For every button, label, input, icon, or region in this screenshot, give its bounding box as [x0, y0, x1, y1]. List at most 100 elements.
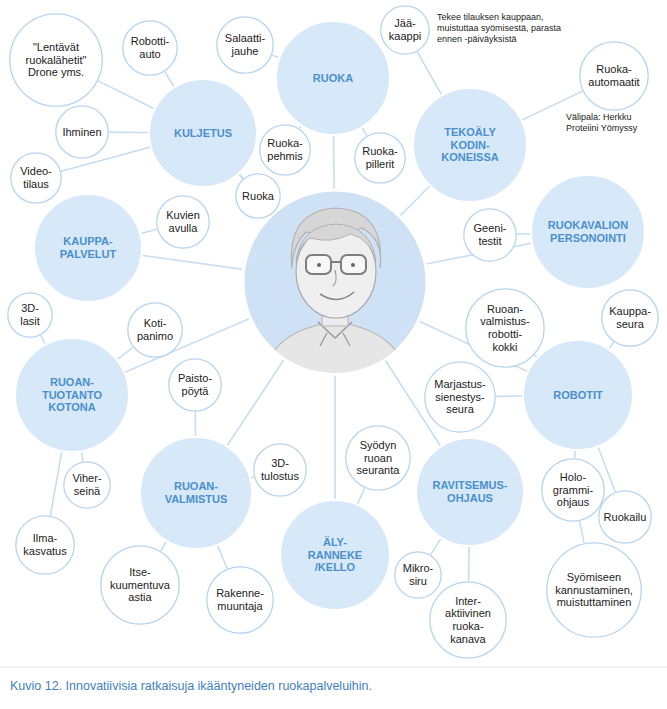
- connector-line: [82, 452, 84, 461]
- idea-text: Ihminen: [62, 126, 101, 139]
- idea-text: "Lentävät ruokalähetit" Drone yms.: [18, 41, 94, 79]
- idea-circle: Rakenne- muuntaja: [206, 566, 274, 634]
- connector-line: [50, 452, 61, 515]
- idea-circle: Jää- kaappi: [380, 5, 430, 55]
- connector-line: [272, 55, 279, 57]
- idea-text: Syödyn ruoan seuranta: [357, 439, 400, 477]
- idea-text: 3D- tulostus: [261, 457, 299, 482]
- connector-line: [161, 542, 167, 551]
- idea-circle: Ihminen: [55, 105, 109, 159]
- idea-text: Kauppa- seura: [609, 305, 651, 330]
- idea-text: 3D- lasit: [20, 302, 40, 327]
- idea-text: Marjastus- sienestys- seura: [434, 378, 485, 416]
- idea-text: Robotti- auto: [131, 35, 170, 60]
- separator-line: [0, 667, 667, 668]
- connector-line: [468, 547, 470, 581]
- connector-line: [118, 347, 133, 359]
- idea-circle: Kuvien avulla: [156, 195, 210, 249]
- category-circle: KULJETUS: [148, 78, 258, 188]
- connector-line: [417, 52, 441, 95]
- category-title: RUOAN- VALMISTUS: [165, 480, 228, 505]
- idea-circle: Salaatti- jauhe: [216, 16, 274, 74]
- idea-text: Mikro- siru: [403, 562, 434, 587]
- idea-circle: Geeni- testit: [463, 208, 517, 262]
- idea-text: Ruoka- automaatit: [588, 63, 639, 88]
- idea-text: Geeni- testit: [473, 222, 506, 247]
- idea-circle: Ruoan- valmistus- robotti- kokki: [465, 288, 545, 368]
- connector-line: [431, 539, 441, 555]
- connector-line: [98, 81, 154, 109]
- category-circle: ROBOTIT: [522, 339, 634, 451]
- category-circle: RUOKA: [275, 20, 391, 136]
- idea-text: Ruokailu: [604, 511, 647, 524]
- grandmother-figure: [262, 208, 408, 380]
- idea-text: Paisto- pöytä: [178, 372, 212, 397]
- idea-circle: Mikro- siru: [394, 551, 442, 599]
- idea-text: Ruoan- valmistus- robotti- kokki: [480, 303, 530, 354]
- idea-circle: Ruoka- pehmis: [259, 124, 311, 176]
- category-circle: RUOKAVALION PERSONOINTI: [530, 174, 646, 290]
- category-title: RAVITSEMUS- OHJAUS: [433, 479, 508, 504]
- idea-circle: Syödyn ruoan seuranta: [345, 425, 411, 491]
- idea-text: Ruoka- pehmis: [267, 137, 302, 162]
- note-text: Välipala: Herkku Proteiini Yömyssy: [566, 112, 642, 134]
- idea-circle: 3D- tulostus: [253, 443, 307, 497]
- idea-circle: Ruoka- pillerit: [354, 132, 406, 184]
- idea-text: Koti- panimo: [137, 317, 173, 342]
- category-circle: RUOAN- VALMISTUS: [139, 436, 253, 550]
- connector-line: [358, 488, 365, 504]
- category-title: TEKOÄLY KODIN- KONEISSA: [441, 126, 498, 164]
- idea-circle: Viher- seinä: [63, 461, 111, 509]
- idea-circle: Ruoka: [235, 173, 281, 219]
- connector-line: [517, 233, 530, 234]
- connector-line: [165, 72, 174, 87]
- connector-line: [109, 132, 148, 133]
- idea-circle: Ruoka- automaatit: [579, 41, 649, 111]
- idea-text: Ruoka- pillerit: [362, 145, 397, 170]
- idea-circle: Inter- aktiivinen ruoka- kanava: [429, 581, 507, 659]
- connector-line: [534, 355, 536, 357]
- connector-line: [195, 412, 196, 436]
- idea-text: Inter- aktiivinen ruoka- kanava: [445, 595, 491, 646]
- connector-line: [239, 174, 243, 178]
- category-title: RUOKA: [313, 72, 353, 85]
- idea-circle: Ruokailu: [598, 490, 652, 544]
- idea-text: Ilma- kasvatus: [23, 532, 66, 557]
- category-title: RUOKAVALION PERSONOINTI: [548, 219, 628, 244]
- connector-line: [580, 521, 585, 543]
- hub-spokes: [72, 78, 588, 555]
- category-circle: KAUPPA- PALVELUT: [33, 193, 143, 303]
- category-circle: RUOAN- TUOTANTO KOTONA: [14, 337, 130, 453]
- connector-line: [218, 546, 227, 569]
- idea-circle: Paisto- pöytä: [168, 358, 222, 412]
- idea-text: Jää- kaappi: [389, 17, 421, 42]
- idea-circle: Syömiseen kannustaminen, muistuttaminen: [546, 542, 642, 638]
- idea-circle: Marjastus- sienestys- seura: [424, 361, 496, 433]
- idea-text: Itse- kuumentuva astia: [110, 566, 170, 604]
- idea-text: Ruoka: [242, 190, 274, 203]
- connector-line: [609, 342, 613, 349]
- category-circle: RAVITSEMUS- OHJAUS: [415, 437, 525, 547]
- category-circle: ÄLY- RANNEKE /KELLO: [279, 499, 391, 611]
- connector-line: [574, 451, 575, 458]
- idea-text: Salaatti- jauhe: [225, 32, 265, 57]
- idea-circle: 3D- lasit: [7, 292, 53, 338]
- idea-circle: Robotti- auto: [122, 20, 178, 76]
- category-circle: TEKOÄLY KODIN- KONEISSA: [412, 87, 528, 203]
- connector-line: [141, 229, 157, 233]
- idea-circle: Kauppa- seura: [601, 289, 659, 347]
- idea-text: Video- tilaus: [20, 165, 52, 190]
- connector-line: [496, 395, 522, 396]
- category-title: KULJETUS: [174, 127, 232, 140]
- idea-circle: Ilma- kasvatus: [15, 515, 75, 575]
- connector-line: [299, 126, 300, 128]
- idea-circle: Video- tilaus: [10, 152, 62, 204]
- idea-text: Viher- seinä: [72, 472, 101, 497]
- idea-circle: Holo- grammi- ohjaus: [541, 458, 605, 522]
- idea-text: Rakenne- muuntaja: [216, 587, 264, 612]
- connector-line: [362, 128, 366, 136]
- category-title: RUOAN- TUOTANTO KOTONA: [42, 376, 102, 414]
- category-title: ROBOTIT: [553, 389, 603, 402]
- connector-line: [251, 477, 254, 479]
